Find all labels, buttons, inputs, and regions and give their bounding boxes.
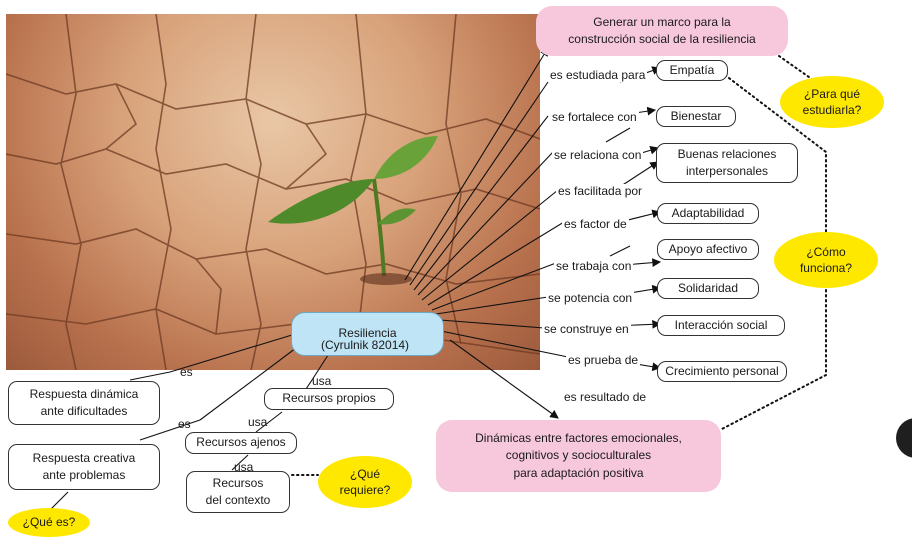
link-label-usa-2: usa [248, 415, 268, 429]
node-recursos-contexto: Recursos del contexto [186, 471, 290, 513]
goal-node-bottom: Dinámicas entre factores emocionales, co… [436, 420, 721, 492]
node-crecimiento-personal: Crecimiento personal [657, 361, 787, 382]
node-recursos-propios: Recursos propios [264, 388, 394, 410]
link-label-resultado: es resultado de [562, 390, 649, 404]
link-label-es-2: es [178, 417, 191, 431]
node-empatia: Empatía [656, 60, 728, 81]
link-label-relaciona: se relaciona con [552, 148, 644, 162]
link-label-es-1: es [180, 365, 193, 379]
node-adaptabilidad: Adaptabilidad [657, 203, 759, 224]
question-para-que: ¿Para qué estudiarla? [780, 76, 884, 128]
center-node-resiliencia: Resiliencia [291, 312, 444, 356]
link-label-usa-1: usa [312, 374, 332, 388]
link-label-facilitada: es facilitada por [556, 184, 645, 198]
link-label-trabaja: se trabaja con [554, 259, 634, 273]
center-subtitle: (Cyrulnik 82014) [321, 338, 410, 352]
goal-node-top: Generar un marco para la construcción so… [536, 6, 788, 56]
link-label-potencia: se potencia con [546, 291, 635, 305]
link-label-estudiada: es estudiada para [548, 68, 648, 82]
node-buenas-relaciones: Buenas relaciones interpersonales [656, 143, 798, 183]
cracked-earth-plant-icon [6, 14, 540, 370]
seedling-photo [6, 14, 540, 370]
link-label-factor: es factor de [562, 217, 629, 231]
question-como: ¿Cómo funciona? [774, 232, 878, 288]
node-solidaridad: Solidaridad [657, 278, 759, 299]
node-interaccion-social: Interacción social [657, 315, 785, 336]
question-que-requiere: ¿Qué requiere? [318, 456, 412, 508]
link-label-construye: se construye en [542, 322, 631, 336]
page-edge-circle [896, 418, 912, 458]
link-label-prueba: es prueba de [566, 353, 641, 367]
center-title: Resiliencia [338, 326, 397, 341]
node-respuesta-creativa: Respuesta creativa ante problemas [8, 444, 160, 490]
question-que-es: ¿Qué es? [8, 508, 90, 537]
node-bienestar: Bienestar [656, 106, 736, 127]
node-apoyo-afectivo: Apoyo afectivo [657, 239, 759, 260]
link-label-fortalece: se fortalece con [550, 110, 639, 124]
node-recursos-ajenos: Recursos ajenos [185, 432, 297, 454]
link-label-usa-3: usa [234, 460, 254, 474]
node-respuesta-dinamica: Respuesta dinámica ante dificultades [8, 381, 160, 425]
